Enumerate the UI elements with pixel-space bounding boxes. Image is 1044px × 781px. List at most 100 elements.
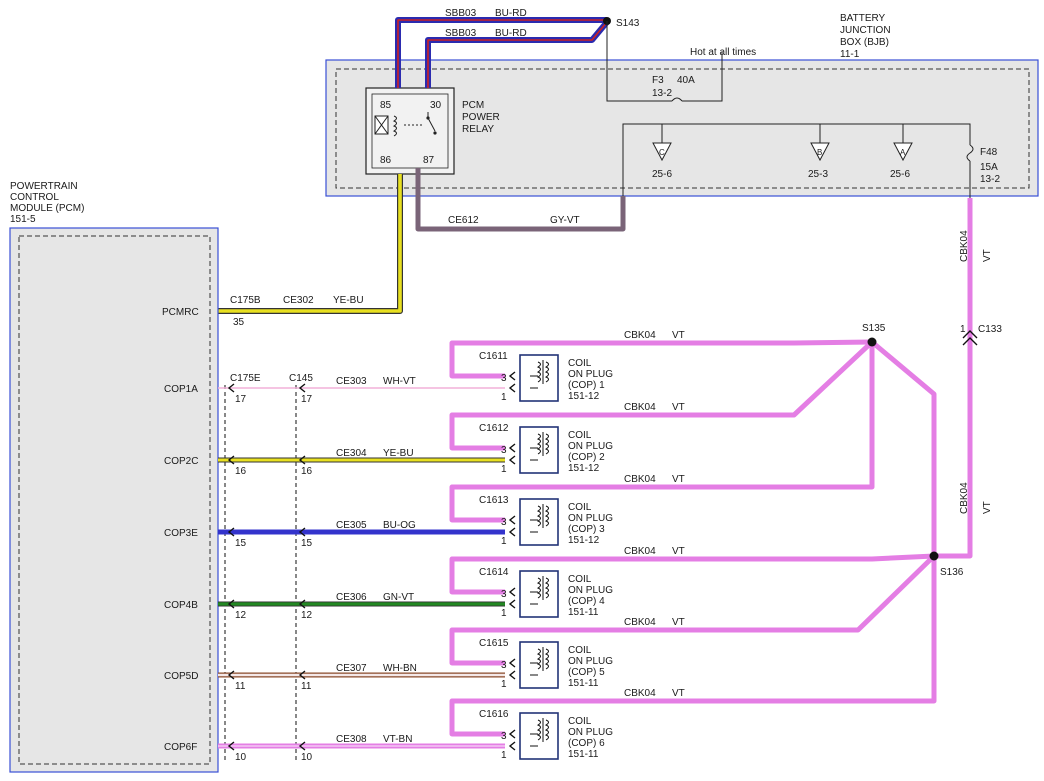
coil-connector: C1616 [479, 709, 509, 720]
fuse-f48-ref: 13-2 [980, 174, 1000, 185]
fuse-f3-rating: 40A [677, 75, 695, 86]
relay-label-line3: RELAY [462, 124, 494, 135]
signal-color-code: GN-VT [383, 592, 414, 603]
pcm-pin-number: 10 [235, 752, 247, 763]
sbb03-b-circuit: SBB03 [445, 28, 477, 39]
coil-label-line1: COIL [568, 574, 592, 585]
coil-winding-icon [530, 432, 549, 461]
hot-at-all-times-label: Hot at all times [690, 47, 756, 58]
coil-label-line1: COIL [568, 645, 592, 656]
ce612-circuit: CE612 [448, 215, 479, 226]
connector-chevron-icon [298, 383, 306, 393]
coil-pin-3: 3 [501, 589, 507, 600]
supply-color: VT [672, 402, 685, 413]
coil-ref: 151-11 [568, 678, 599, 689]
supply-circuit: CBK04 [624, 402, 656, 413]
signal-circuit: CE305 [336, 520, 367, 531]
coil-winding-icon [530, 718, 549, 747]
connector-chevron-icon [508, 515, 516, 525]
coil-label-line3: (COP) 2 [568, 452, 605, 463]
c145-pin-number: 17 [301, 394, 313, 405]
supply-color: VT [672, 546, 685, 557]
coil-winding-icon [530, 504, 549, 533]
pcmrc-circuit: CE302 [283, 295, 314, 306]
signal-circuit: CE307 [336, 663, 367, 674]
c145-pin-number: 10 [301, 752, 313, 763]
wire-ce612-gy-vt [415, 168, 626, 232]
connector-chevron-icon [508, 599, 516, 609]
bjb-internal-bus [622, 123, 971, 198]
coil-label-line3: (COP) 1 [568, 380, 605, 391]
supply-wire [449, 554, 936, 666]
wire-ce302-ye-bu [218, 174, 403, 314]
output-a-triangle-icon [893, 142, 913, 162]
c145-label: C145 [289, 373, 313, 384]
coil-connector: C1612 [479, 423, 509, 434]
c175e-label: C175E [230, 373, 261, 384]
coil-connector: C1613 [479, 495, 509, 506]
fuse-f3-id: F3 [652, 75, 664, 86]
coil-winding-icon [530, 576, 549, 605]
connector-chevron-icon [508, 658, 516, 668]
coil-label-line1: COIL [568, 716, 592, 727]
output-b-label: B [817, 148, 822, 157]
supply-color: VT [672, 474, 685, 485]
pcm-pin-number: 16 [235, 466, 247, 477]
signal-circuit: CE303 [336, 376, 367, 387]
coil-winding-icon [530, 647, 549, 676]
output-c-label: C [659, 148, 665, 157]
coil-label-line2: ON PLUG [568, 369, 613, 380]
c145-pin-number: 12 [301, 610, 313, 621]
cbk04-lower-color: VT [982, 501, 993, 514]
fuse-f3-icon [671, 97, 683, 102]
pcm-title-line1: POWERTRAIN [10, 181, 78, 192]
fuse-f48-id: F48 [980, 147, 998, 158]
connector-chevron-icon [508, 443, 516, 453]
pcm-pin-name: COP6F [164, 742, 197, 753]
connector-chevron-icon [508, 383, 516, 393]
output-c-triangle-icon [652, 142, 672, 162]
bjb-title-line1: BATTERY [840, 13, 886, 24]
ce612-color: GY-VT [550, 215, 580, 226]
signal-color-code: YE-BU [383, 448, 414, 459]
relay-pin-87: 87 [423, 155, 435, 166]
splice-s136-label: S136 [940, 567, 964, 578]
pcmrc-color: YE-BU [333, 295, 364, 306]
splice-s143-label: S143 [616, 18, 640, 29]
fuse-f48-icon [966, 144, 974, 162]
connector-chevron-icon [508, 587, 516, 597]
signal-circuit: CE304 [336, 448, 367, 459]
coil-pin-1: 1 [501, 750, 507, 761]
signal-color-code: VT-BN [383, 734, 412, 745]
coil-label-line3: (COP) 4 [568, 596, 605, 607]
coil-pin-1: 1 [501, 536, 507, 547]
pcm-pin-number: 17 [235, 394, 247, 405]
coil-label-line1: COIL [568, 430, 592, 441]
supply-circuit: CBK04 [624, 474, 656, 485]
coil-pin-3: 3 [501, 373, 507, 384]
pcm-title-line2: CONTROL [10, 192, 59, 203]
c133-connector-icon [962, 330, 978, 346]
relay-pin-30: 30 [430, 100, 442, 111]
connector-chevron-icon [508, 670, 516, 680]
pcm-box [9, 227, 219, 773]
coil-winding-icon [530, 360, 549, 389]
coil-label-line2: ON PLUG [568, 513, 613, 524]
coil-label-line1: COIL [568, 358, 592, 369]
cbk04-upper-circuit: CBK04 [959, 230, 970, 262]
signal-color-code: WH-VT [383, 376, 416, 387]
output-b-ref: 25-3 [808, 169, 828, 180]
pcmrc-pin: 35 [233, 317, 245, 328]
pcm-title-line3: MODULE (PCM) [10, 203, 84, 214]
connector-chevron-icon [298, 741, 306, 751]
connector-chevron-icon [298, 599, 306, 609]
supply-circuit: CBK04 [624, 330, 656, 341]
signal-color-code: WH-BN [383, 663, 417, 674]
c145-pin-number: 11 [301, 681, 312, 692]
